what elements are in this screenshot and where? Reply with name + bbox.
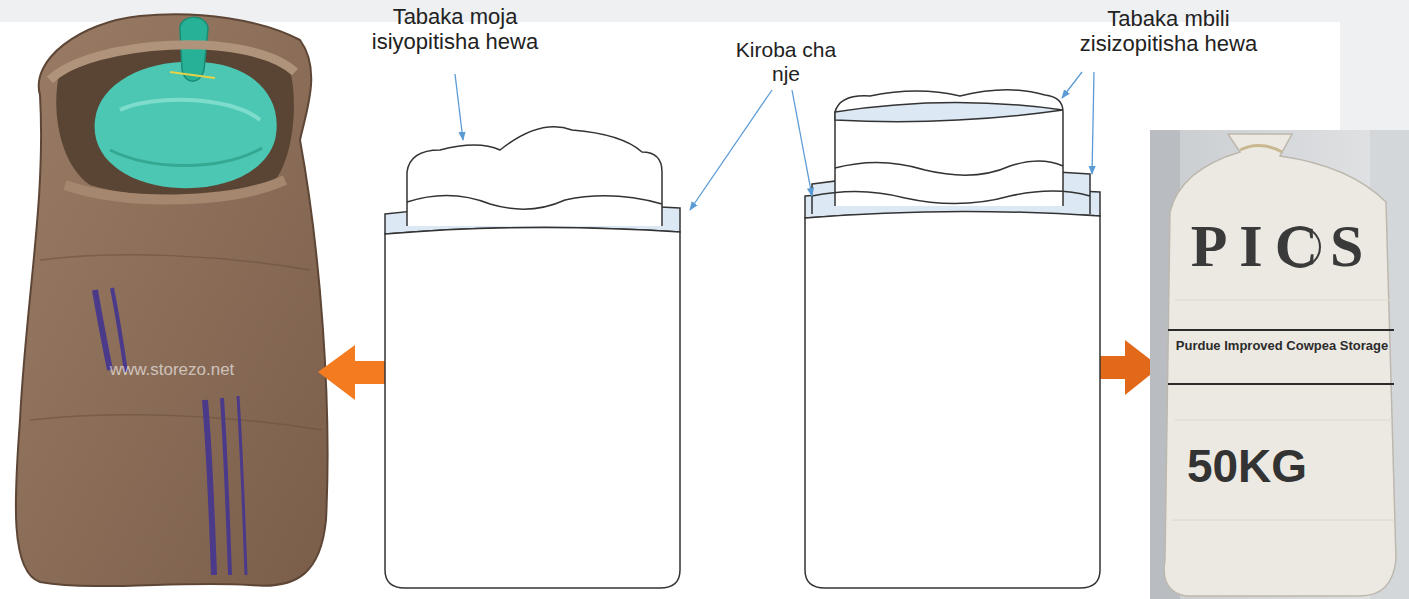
jute-sack-photo xyxy=(110,148,262,166)
single-liner-bag xyxy=(385,227,680,588)
jute-sack-photo xyxy=(56,46,294,197)
jute-sack-photo xyxy=(95,62,277,188)
double-liner-bag xyxy=(835,161,1063,175)
single-liner-bag xyxy=(407,127,662,226)
jute-sack-photo xyxy=(40,255,310,270)
jute-sack-photo xyxy=(16,14,328,586)
jute-sack-photo xyxy=(120,100,260,120)
pics-bag-photo xyxy=(1150,130,1409,599)
bag-print: Purdue Improved Cowpea Storage xyxy=(1170,339,1394,354)
jute-sack-photo xyxy=(95,290,110,370)
callout-label: Tabaka moja isiyopitisha hewa xyxy=(352,4,558,55)
pics-bag-photo xyxy=(1164,134,1396,596)
double-liner-bag xyxy=(812,191,1090,204)
leader-line xyxy=(455,72,1094,210)
jute-sack-photo xyxy=(205,400,214,575)
leader-line xyxy=(1092,72,1094,174)
bag-print: 50KG xyxy=(1182,440,1312,493)
single-liner-bag xyxy=(407,195,662,209)
pics-bag-photo xyxy=(1168,330,1394,384)
bag-print: PICS xyxy=(1172,212,1394,281)
direction-arrow xyxy=(318,345,386,400)
jute-sack-photo xyxy=(16,14,328,586)
jute-sack-photo xyxy=(65,180,285,199)
pics-bag-photo xyxy=(1150,130,1409,599)
single-liner-bag xyxy=(385,127,680,588)
callout-label: Kiroba cha nje xyxy=(726,38,846,86)
double-liner-bag xyxy=(805,211,1100,588)
pics-bag-photo xyxy=(1172,300,1394,520)
jute-sack-photo xyxy=(222,398,230,575)
jute-sack-photo xyxy=(170,72,215,78)
jute-sack-photo xyxy=(238,396,246,575)
double-liner-bag xyxy=(835,102,1063,121)
jute-sack-photo xyxy=(50,45,295,80)
double-liner-bag xyxy=(805,90,1100,588)
jute-sack-photo xyxy=(112,288,126,372)
double-liner-bag xyxy=(835,90,1063,206)
pics-bag-photo xyxy=(1240,145,1282,152)
watermark: www.storezo.net xyxy=(92,360,252,380)
leader-line xyxy=(690,90,772,210)
jute-sack-photo xyxy=(30,415,322,430)
callout-label: Tabaka mbili zisizopitisha hewa xyxy=(1056,6,1281,57)
leader-line xyxy=(455,74,463,140)
leader-line xyxy=(792,90,812,196)
leader-line xyxy=(1062,72,1082,98)
